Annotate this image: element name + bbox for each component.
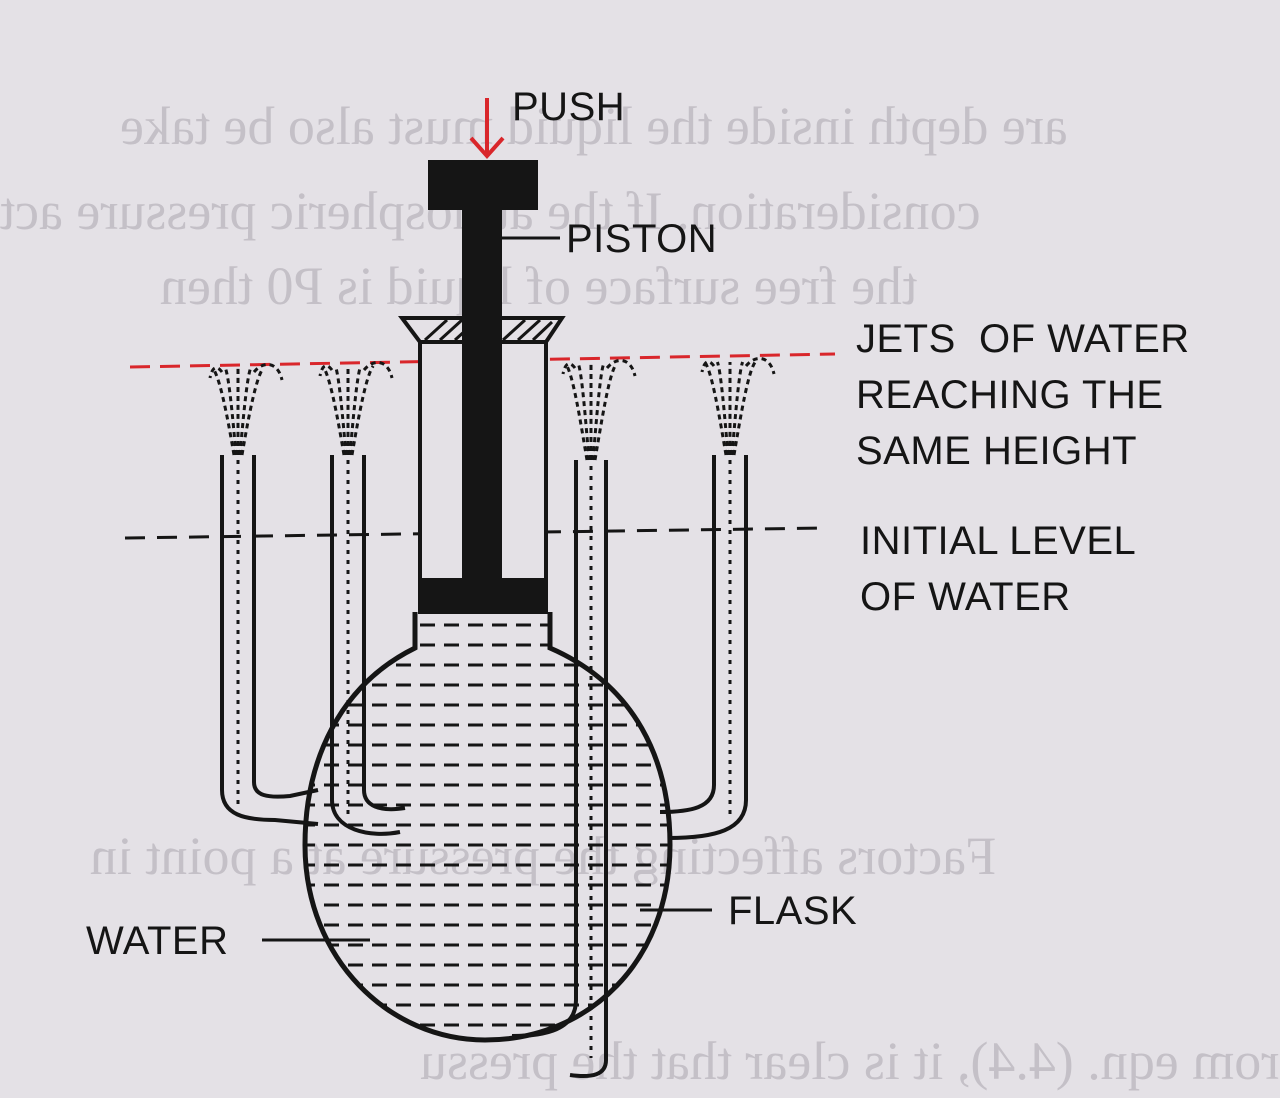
side-tube-3 <box>511 460 608 1079</box>
piston-label: PISTON <box>566 217 718 261</box>
arrow-down-icon <box>469 98 505 160</box>
flask <box>302 612 673 1043</box>
water-jet <box>700 357 776 456</box>
push-label: PUSH <box>512 85 626 129</box>
flask-label: FLASK <box>728 889 858 933</box>
flask-water-hatching <box>305 623 670 1027</box>
side-tube-4 <box>659 455 748 840</box>
jets-label-line-3: SAME HEIGHT <box>856 429 1138 473</box>
jets-label-line-1: JETS OF WATER <box>856 317 1190 361</box>
initial-level-line <box>124 526 826 540</box>
initial-level-label-line-2: OF WATER <box>860 575 1071 619</box>
jets-label-line-2: REACHING THE <box>856 373 1164 417</box>
water-jet <box>318 361 394 456</box>
water-jets <box>208 357 776 461</box>
jets-level-line <box>129 352 836 369</box>
water-jet <box>561 359 637 461</box>
side-tube-2 <box>330 455 406 836</box>
water-label: WATER <box>86 919 229 963</box>
initial-level-label-line-1: INITIAL LEVEL <box>860 519 1137 563</box>
piston <box>420 160 546 614</box>
water-jet <box>208 363 284 456</box>
side-tube-1 <box>220 455 319 826</box>
